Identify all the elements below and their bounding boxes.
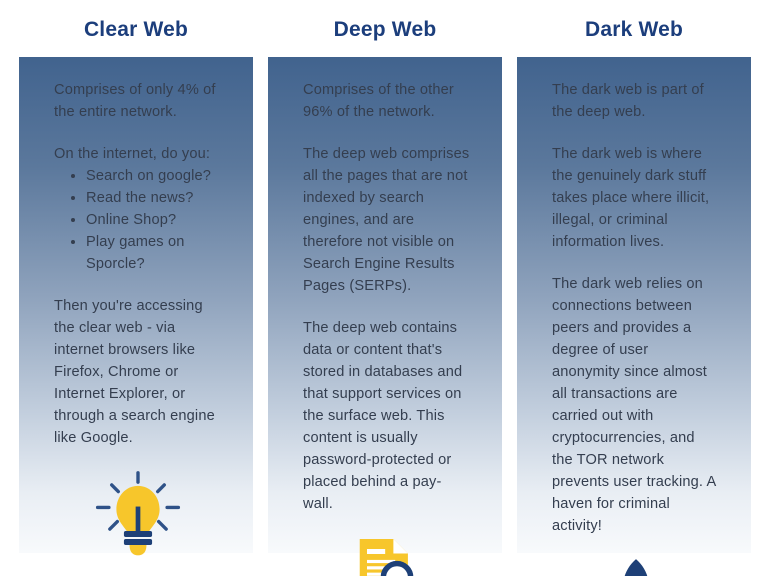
bullet-item: Play games on Sporcle? (86, 231, 221, 275)
column-clear-web: Clear Web Comprises of only 4% of the en… (19, 16, 253, 556)
dark-web-paragraph-1: The dark web is part of the deep web. (552, 82, 704, 120)
dark-web-paragraph-3: The dark web relies on connections betwe… (552, 276, 716, 534)
clear-web-icon-area (54, 469, 221, 561)
document-search-icon (337, 535, 437, 576)
dark-web-icon-area (552, 557, 719, 576)
bullet-item: Online Shop? (86, 209, 221, 231)
clear-web-text: Comprises of only 4% of the entire netwo… (54, 79, 221, 469)
deep-web-paragraph-3: The deep web contains data or content th… (303, 320, 463, 512)
clear-web-paragraph-1: Comprises of only 4% of the entire netwo… (54, 82, 216, 120)
clear-web-title: Clear Web (83, 18, 189, 41)
clear-web-paragraph-3: Then you're accessing the clear web - vi… (54, 298, 215, 446)
clear-web-paragraph-2: On the internet, do you: (54, 146, 211, 162)
column-deep-web: Deep Web Comprises of the other 96% of t… (268, 16, 502, 576)
column-dark-web: Dark Web The dark web is part of the dee… (517, 16, 751, 576)
deep-web-panel: Comprises of the other 96% of the networ… (268, 57, 502, 576)
rocket-icon (587, 557, 685, 576)
deep-web-paragraph-1: Comprises of the other 96% of the networ… (303, 82, 454, 120)
clear-web-panel: Comprises of only 4% of the entire netwo… (19, 57, 253, 556)
deep-web-paragraph-2: The deep web comprises all the pages tha… (303, 146, 470, 294)
deep-web-title: Deep Web (333, 18, 437, 41)
deep-web-text: Comprises of the other 96% of the networ… (303, 79, 470, 535)
dark-web-paragraph-2: The dark web is where the genuinely dark… (552, 146, 710, 250)
deep-web-icon-area (303, 535, 470, 576)
clear-web-bullet-list: Search on google? Read the news? Online … (54, 165, 221, 275)
bullet-item: Search on google? (86, 165, 221, 187)
bullet-item: Read the news? (86, 187, 221, 209)
columns-row: Clear Web Comprises of only 4% of the en… (19, 16, 751, 576)
lightbulb-icon (86, 469, 190, 561)
dark-web-text: The dark web is part of the deep web. Th… (552, 79, 719, 557)
dark-web-title: Dark Web (584, 18, 684, 41)
dark-web-panel: The dark web is part of the deep web. Th… (517, 57, 751, 576)
